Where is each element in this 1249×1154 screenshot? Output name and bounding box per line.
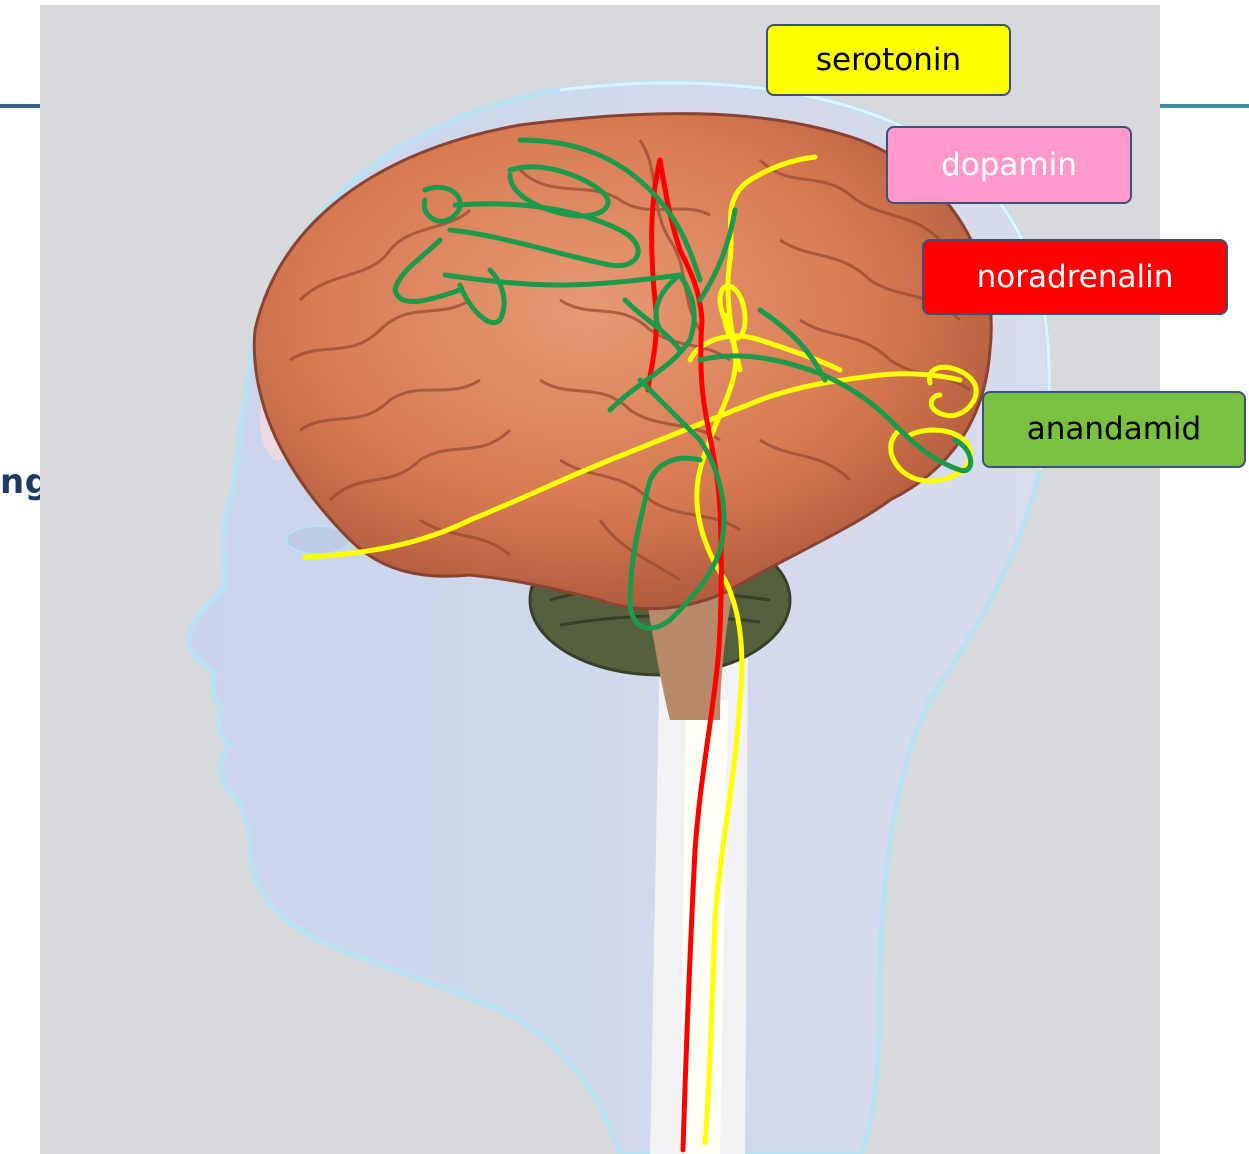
anandamid-label: anandamid: [982, 391, 1246, 468]
dopamin-label: dopamin: [886, 126, 1132, 204]
slide-accent-line-right: [1150, 104, 1249, 108]
noradrenalin-label: noradrenalin: [922, 239, 1228, 315]
serotonin-label: serotonin: [766, 24, 1011, 96]
